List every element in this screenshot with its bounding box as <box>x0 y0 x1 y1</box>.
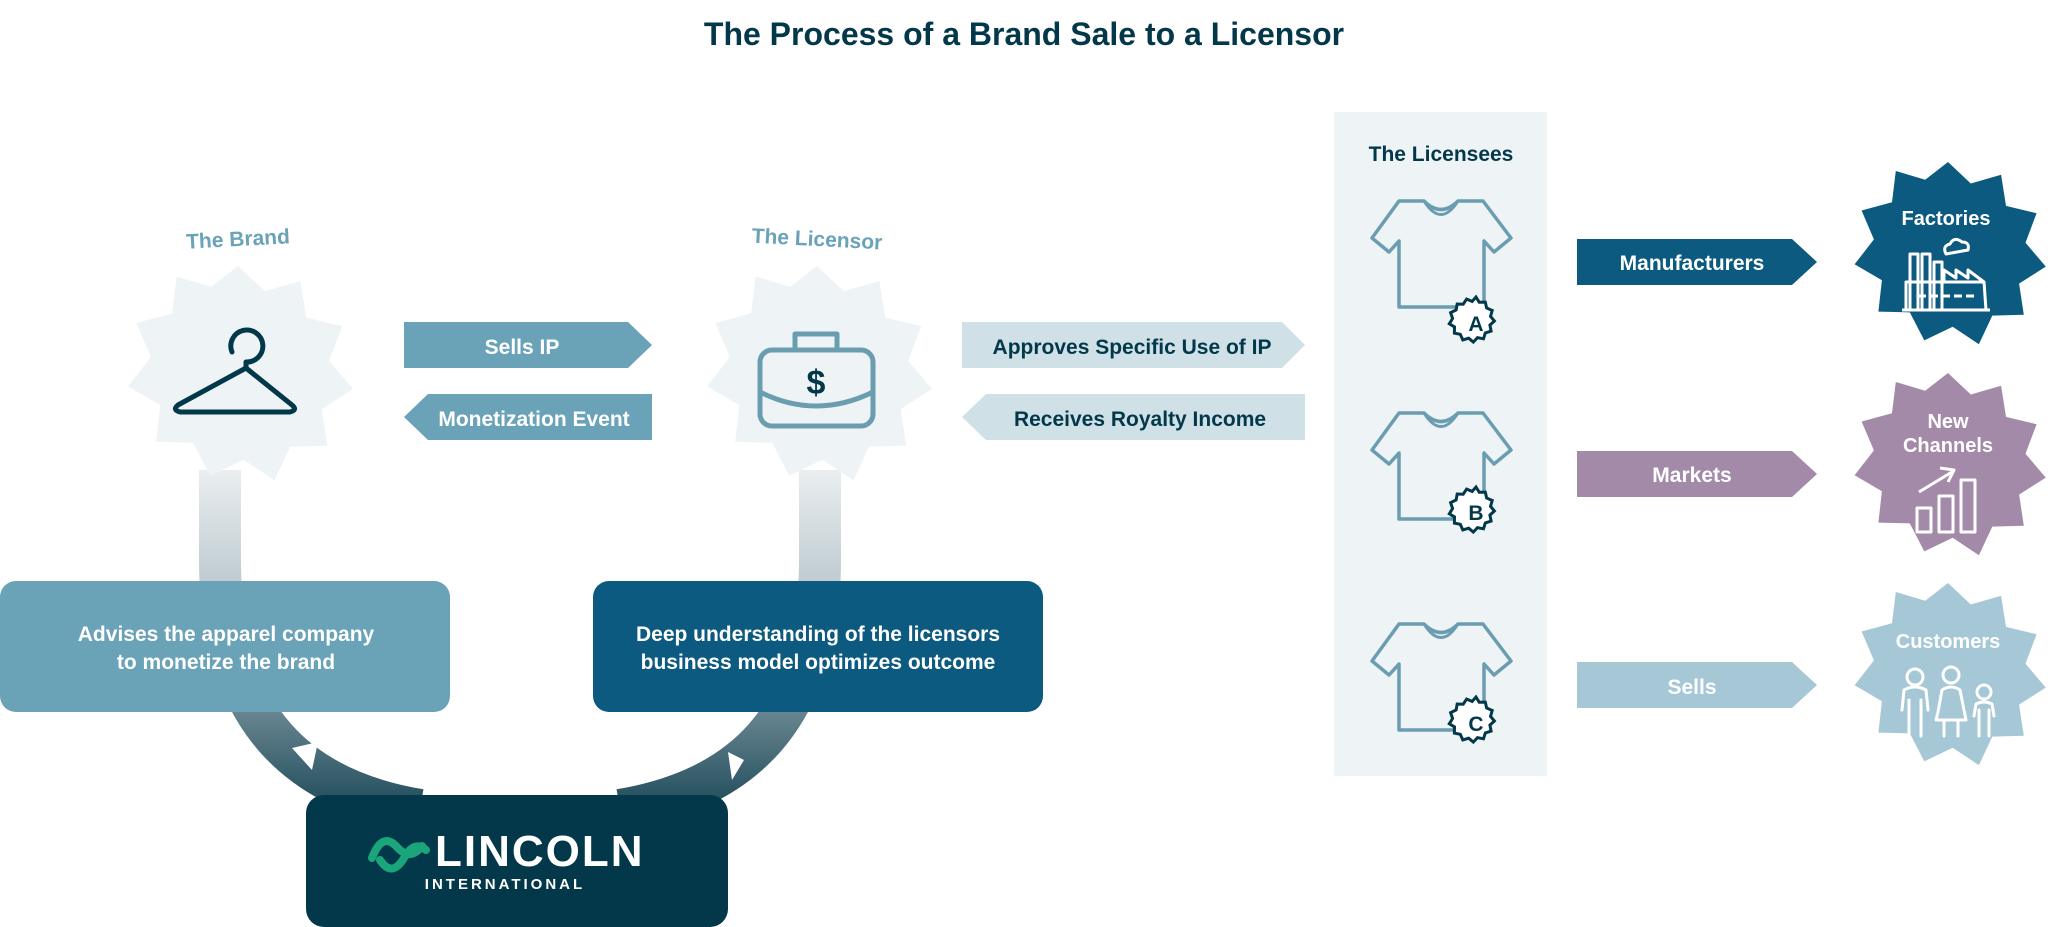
badge-b-label: B <box>1468 502 1483 525</box>
markets-arrow: Markets <box>1577 451 1817 497</box>
badge-c-scallop <box>1447 694 1497 745</box>
licensees-panel-bg <box>1334 112 1547 776</box>
licensee-c: C <box>1370 622 1513 745</box>
manufacturers-label: Manufacturers <box>1620 252 1765 275</box>
approves-use-arrow: Approves Specific Use of IP <box>962 322 1305 368</box>
sells-arrow: Sells <box>1577 662 1817 708</box>
new-channels-starburst <box>1854 373 2046 556</box>
briefcase-dollar-icon <box>757 331 876 429</box>
badge-a-label: A <box>1468 313 1483 336</box>
monetization-event-arrow: Monetization Event <box>404 394 652 440</box>
family-icon <box>1900 665 1996 738</box>
badge-c-label: C <box>1468 713 1483 736</box>
customers-label: Customers <box>1896 631 2000 653</box>
lincoln-wave-icon <box>368 837 430 873</box>
logo-name: LINCOLN <box>435 827 645 876</box>
royalty-income-arrow: Receives Royalty Income <box>962 394 1305 440</box>
arm-chevron-left <box>292 742 318 770</box>
hanger-icon <box>172 327 298 415</box>
royalty-income-label: Receives Royalty Income <box>1014 408 1266 431</box>
approves-use-label: Approves Specific Use of IP <box>993 336 1272 359</box>
licensee-b: B <box>1370 411 1513 535</box>
monetization-event-label: Monetization Event <box>438 408 629 431</box>
arm-chevron-right <box>728 752 744 780</box>
growth-chart-icon <box>1915 466 1977 534</box>
lincoln-logo: LINCOLN INTERNATIONAL <box>306 795 728 927</box>
customers-node: Customers <box>1854 583 2046 766</box>
customers-starburst <box>1854 583 2046 766</box>
collar-line <box>1422 623 1460 639</box>
licensees-panel: The Licensees A B C <box>1334 112 1547 776</box>
manufacturers-arrow: Manufacturers <box>1577 239 1817 285</box>
sells-ip-arrow: Sells IP <box>404 322 652 368</box>
licensee-a: A <box>1370 199 1513 345</box>
badge-a-scallop <box>1447 294 1497 345</box>
licensees-title: The Licensees <box>1369 143 1514 166</box>
licensor-node: The Licensor $ <box>707 225 932 481</box>
brand-node: The Brand <box>128 225 353 481</box>
factory-icon <box>1902 237 1990 312</box>
collar-line <box>1422 200 1460 216</box>
badge-b-scallop <box>1447 484 1497 535</box>
dollar-sign-icon: $ <box>807 364 826 402</box>
licensor-starburst <box>707 266 932 481</box>
markets-label: Markets <box>1652 464 1731 487</box>
sells-ip-label: Sells IP <box>485 336 560 359</box>
page-title: The Process of a Brand Sale to a Licenso… <box>704 16 1344 52</box>
factories-label: Factories <box>1902 208 1991 230</box>
logo-sub: INTERNATIONAL <box>425 876 585 893</box>
brand-label: The Brand <box>186 225 291 253</box>
collar-line <box>1422 412 1460 428</box>
licensor-label: The Licensor <box>751 225 883 255</box>
factories-node: Factories <box>1854 162 2046 345</box>
sells-label: Sells <box>1667 676 1716 699</box>
